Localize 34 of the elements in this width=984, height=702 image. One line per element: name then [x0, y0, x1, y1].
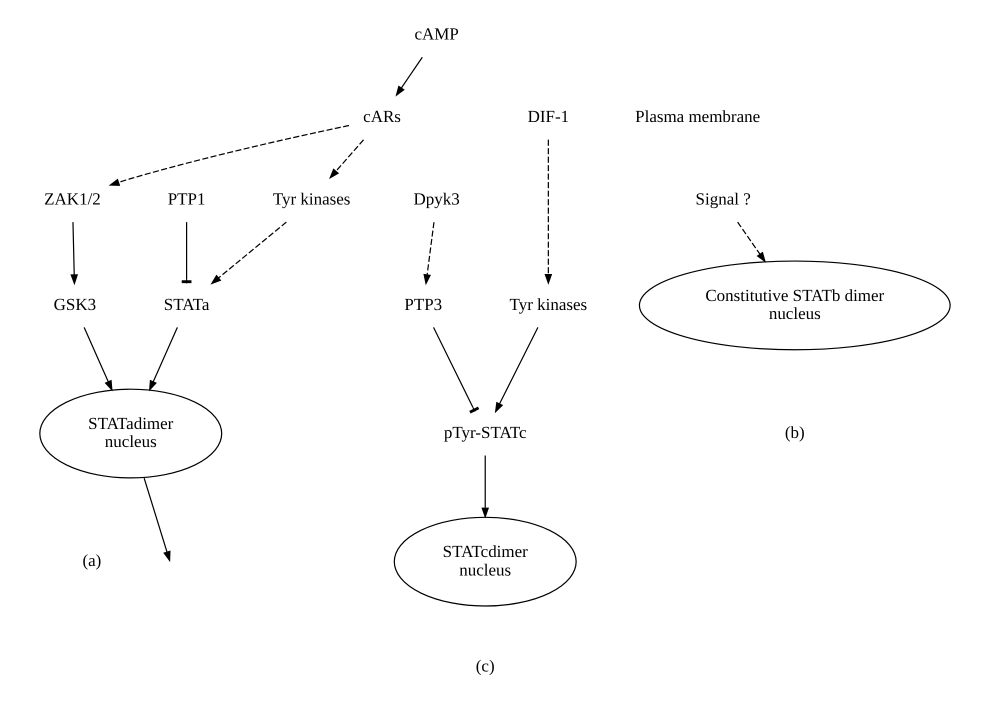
node-text: STATa: [163, 294, 209, 314]
label: Plasma membrane: [634, 107, 760, 126]
node-ellipse: STATcdimer nucleus: [393, 516, 576, 607]
node-text: Tyr kinases: [509, 294, 587, 314]
node-text: Signal ?: [695, 190, 750, 209]
node-ellipse: Constitutive STATb dimer nucleus: [638, 260, 950, 350]
arrow: [394, 56, 422, 97]
node-text: pTyr-STATc: [443, 423, 526, 442]
arrow: [422, 222, 434, 286]
arrow: [480, 456, 489, 519]
arrow: [736, 222, 766, 263]
node-text: cAMP: [414, 24, 458, 44]
node-text: Dpyk3: [413, 190, 460, 209]
label: (b): [784, 423, 804, 442]
arrow: [108, 124, 349, 186]
arrow: [83, 327, 112, 392]
arrow: [143, 478, 170, 562]
node-ellipse: STATadimer nucleus: [38, 388, 222, 479]
arrow: [210, 222, 286, 285]
connector: [432, 327, 479, 414]
arrow: [494, 327, 538, 414]
arrow: [328, 139, 364, 180]
arrow: [544, 140, 552, 285]
node-text: PTP1: [167, 190, 205, 209]
node-text: DIF-1: [527, 107, 569, 126]
node-text: GSK3: [53, 294, 96, 314]
node-text: PTP3: [404, 294, 442, 314]
label: (c): [475, 656, 494, 676]
node-text: Tyr kinases: [272, 190, 350, 209]
arrow: [70, 222, 78, 286]
node-text: cARs: [362, 107, 400, 126]
arrow: [148, 327, 178, 392]
node-text: ZAK1/2: [44, 190, 100, 209]
label: (a): [82, 551, 101, 570]
